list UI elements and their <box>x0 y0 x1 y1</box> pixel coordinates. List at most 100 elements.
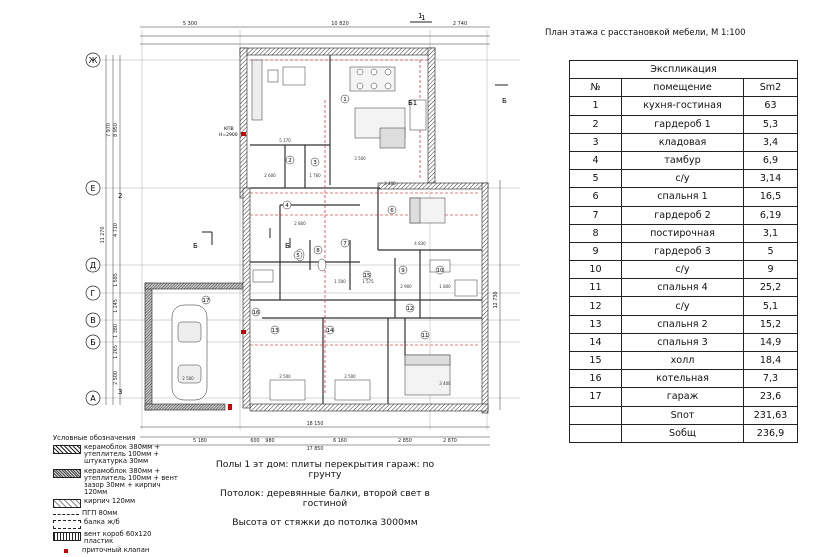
room-number: 9 <box>401 268 405 274</box>
dim-label: 11 270 <box>100 227 106 244</box>
dims-left <box>105 55 121 405</box>
row-room: гардероб 3 <box>621 241 744 262</box>
dim-label: 6 160 <box>333 438 347 444</box>
row-number: 15 <box>569 350 622 371</box>
axis-label: Г <box>91 289 96 298</box>
row-area: 3,1 <box>743 223 798 243</box>
row-room: гараж <box>621 387 744 407</box>
kpv-height: Н=2900 <box>219 132 238 138</box>
row-area: 7,3 <box>743 369 798 389</box>
total-empty <box>569 405 622 425</box>
row-area: 23,6 <box>743 387 798 407</box>
room-dim: 2 600 <box>264 173 276 178</box>
legend-item: керамоблок 380мм + утеплитель 100мм + ве… <box>53 467 179 497</box>
row-room: кладовая <box>621 132 744 152</box>
legend-swatch <box>53 468 81 478</box>
room-number: 12 <box>407 306 414 312</box>
room-number: 16 <box>253 310 260 316</box>
row-number: 3 <box>569 132 622 152</box>
legend-swatch <box>53 445 81 455</box>
room-marker: 17 <box>201 295 211 305</box>
dims-top <box>140 26 490 45</box>
row-area: 5,3 <box>743 114 798 134</box>
room-number: 11 <box>422 333 429 339</box>
room-dim: 2 900 <box>400 284 412 289</box>
room-marker: 7 <box>340 238 350 248</box>
legend-swatch <box>53 532 81 542</box>
row-number: 7 <box>569 205 622 225</box>
explication-title-row: Экспликация <box>569 59 798 80</box>
axis-label: Ж <box>89 56 98 65</box>
air-valve <box>241 330 246 334</box>
legend-text: вент короб 60х120 пластик <box>84 530 152 546</box>
section-label: Б <box>285 242 290 250</box>
room-marker: 9 <box>398 265 408 275</box>
room-number: 15 <box>364 273 371 279</box>
room-marker: 16 <box>251 307 261 317</box>
total-value: 236,9 <box>743 423 798 443</box>
row-number: 1 <box>569 96 622 116</box>
legend-item: керамоблок 380мм + утеплитель 100мм + шт… <box>53 443 179 465</box>
air-valve <box>228 404 232 410</box>
legend-item: ПГП 80мм <box>53 509 179 517</box>
legend-text: приточный клапан <box>82 546 150 555</box>
dim-label: 2 500 <box>113 371 119 385</box>
row-room: холл <box>621 350 744 371</box>
row-area: 3,4 <box>743 132 798 152</box>
furniture <box>171 59 478 401</box>
room-marker: 13 <box>270 325 280 335</box>
dim-label: 1 585 <box>113 273 119 287</box>
room-marker: 2 <box>285 155 295 165</box>
axis-bubble: Б <box>85 334 101 350</box>
axis-bubble: Д <box>85 257 101 273</box>
interior-walls <box>250 55 482 404</box>
dim-label: 1 265 <box>113 345 119 359</box>
note-ceiling: Потолок: деревянные балки, второй свет в… <box>220 488 430 510</box>
room-dim: 1 500 <box>334 279 346 284</box>
axis-label: А <box>90 394 96 403</box>
room-marker: 1 <box>340 94 350 104</box>
row-room: спальня 2 <box>621 314 744 334</box>
row-area: 25,2 <box>743 278 798 298</box>
room-number: 17 <box>203 298 210 304</box>
row-number: 9 <box>569 241 622 262</box>
axis-label: Д <box>90 261 96 270</box>
note-height: Высота от стяжки до потолка 3000мм <box>232 517 418 529</box>
row-area: 18,4 <box>743 350 798 371</box>
room-number: 3 <box>313 160 317 166</box>
section-label: Б <box>193 242 198 250</box>
room-number: 2 <box>288 158 292 164</box>
legend-swatch <box>53 520 81 530</box>
legend-text: балка ж/б <box>84 518 120 527</box>
total-label: Sпот <box>621 405 744 425</box>
total-empty <box>569 423 622 443</box>
row-area: 9 <box>743 260 798 280</box>
axis-bubble: Г <box>85 285 101 301</box>
room-dim: 3 500 <box>354 156 366 161</box>
room-dim: 3 400 <box>439 381 451 386</box>
dim-label: 12 730 <box>493 292 499 309</box>
room-dim: 5 170 <box>279 138 291 143</box>
room-dim: 2 500 <box>279 374 291 379</box>
dim-label: 5 300 <box>183 21 197 27</box>
row-room: гардероб 1 <box>621 114 744 134</box>
room-number: 4 <box>285 203 289 209</box>
legend-text: ПГП 80мм <box>82 509 118 517</box>
row-area: 15,2 <box>743 314 798 334</box>
dims-bottom <box>140 426 490 446</box>
room-dim: 3 400 <box>384 181 396 186</box>
legend-item: балка ж/б <box>53 518 179 530</box>
legend-heading: Условные обозначения <box>53 434 136 442</box>
